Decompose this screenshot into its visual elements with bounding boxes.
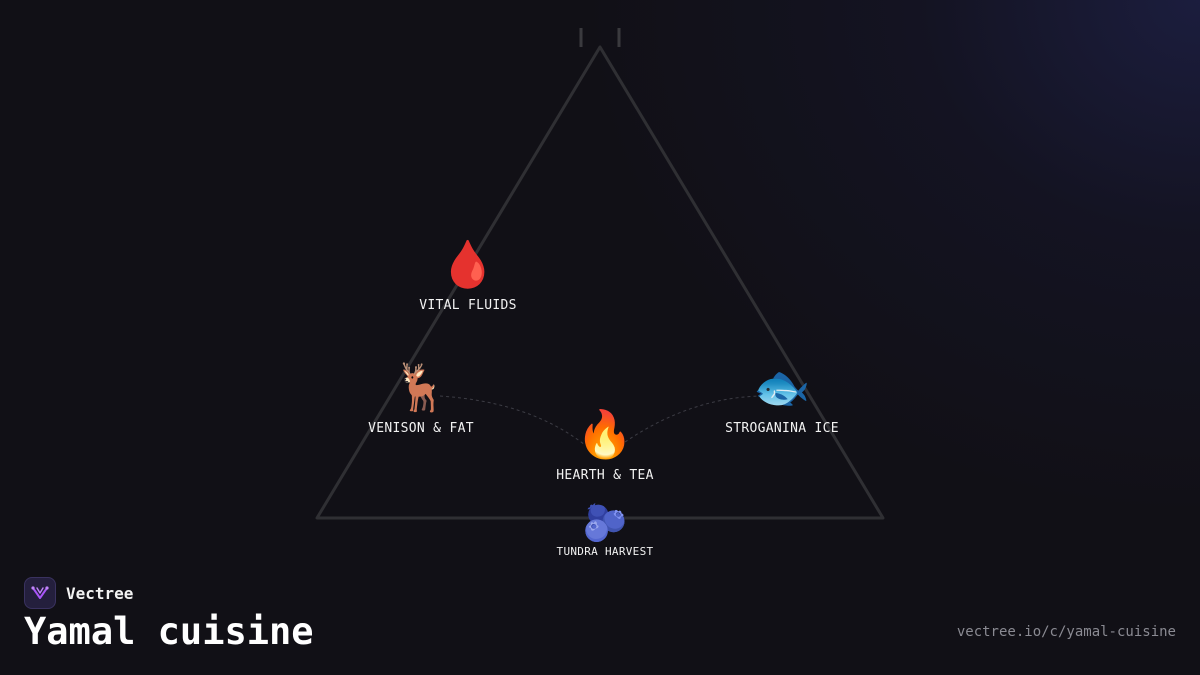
node-hearth-tea[interactable]: 🔥 HEARTH & TEA <box>556 406 654 483</box>
node-label: HEARTH & TEA <box>556 468 654 483</box>
blueberries-icon: 🫐 <box>582 503 628 544</box>
node-label: TUNDRA HARVEST <box>556 545 654 558</box>
node-tundra-harvest[interactable]: 🫐 TUNDRA HARVEST <box>557 503 654 558</box>
node-vital-fluids[interactable]: 🩸 VITAL FLUIDS <box>419 236 517 313</box>
brand-name: Vectree <box>66 583 134 603</box>
pyramid-outline <box>315 45 885 520</box>
page-url[interactable]: vectree.io/c/yamal-cuisine <box>956 624 1176 640</box>
node-label: VENISON & FAT <box>368 421 474 436</box>
node-venison-fat[interactable]: 🦌 VENISON & FAT <box>368 359 474 436</box>
blood-drop-icon: 🩸 <box>439 237 497 291</box>
fire-icon: 🔥 <box>576 407 634 461</box>
node-label: VITAL FLUIDS <box>419 298 517 313</box>
vectree-logo-icon <box>24 577 56 609</box>
node-label: STROGANINA ICE <box>725 421 839 436</box>
page-title: Yamal cuisine <box>24 610 314 653</box>
connector-venison-hearth <box>439 395 586 446</box>
connector-hearth-stroganina <box>624 395 761 443</box>
node-stroganina-ice[interactable]: 🐟 STROGANINA ICE <box>725 359 839 436</box>
brand[interactable]: Vectree <box>24 577 133 609</box>
deer-icon: 🦌 <box>392 360 450 414</box>
fish-icon: 🐟 <box>753 360 811 414</box>
